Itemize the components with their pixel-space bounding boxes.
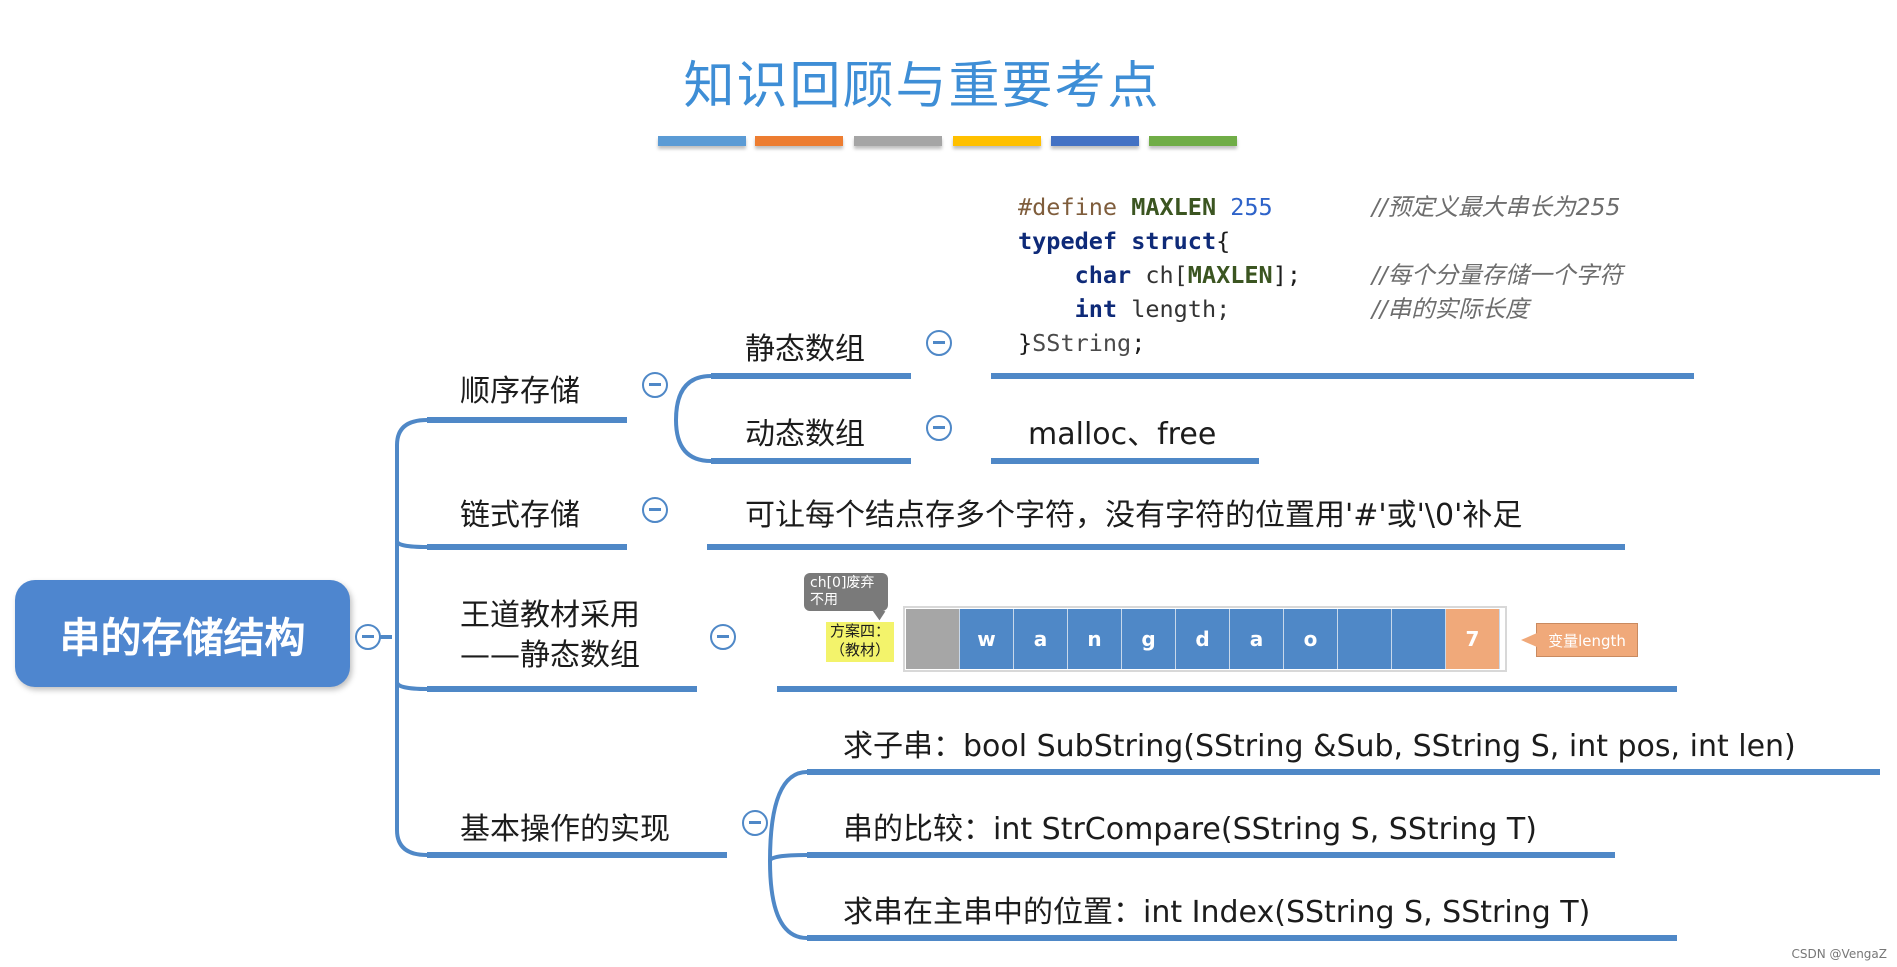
- array-cell: g: [1122, 609, 1176, 669]
- dynamic-array-detail[interactable]: malloc、free: [1028, 417, 1217, 452]
- root-collapse-toggle[interactable]: [355, 624, 381, 650]
- scheme-label: 方案四： （教材）: [826, 622, 894, 662]
- code-define-directive: #define: [1018, 193, 1118, 221]
- wangdao-label-line1: 王道教材采用: [460, 598, 640, 633]
- code-comment-3: //串的实际长度: [1371, 295, 1529, 323]
- code-comment-1: //预定义最大串长为255: [1371, 193, 1621, 221]
- code-open-brace: {: [1216, 227, 1231, 255]
- node-sequential-storage[interactable]: 顺序存储: [460, 374, 580, 409]
- code-line-1: #define MAXLEN 255 //预定义最大串长为255: [1018, 193, 1620, 221]
- dynamic-array-collapse-toggle[interactable]: [926, 415, 952, 441]
- scheme-label-line1: 方案四：: [829, 622, 890, 640]
- wangdao-label-line2: ——静态数组: [460, 638, 640, 673]
- linked-storage-collapse-toggle[interactable]: [642, 497, 668, 523]
- array-cell: [1338, 609, 1392, 669]
- linked-storage-detail[interactable]: 可让每个结点存多个字符，没有字符的位置用'#'或'\0'补足: [745, 498, 1523, 533]
- array-cell: o: [1284, 609, 1338, 669]
- node-static-array[interactable]: 静态数组: [745, 332, 865, 367]
- operation-strcompare[interactable]: 串的比较：int StrCompare(SString S, SString T…: [843, 812, 1537, 847]
- root-node[interactable]: 串的存储结构: [15, 580, 350, 687]
- watermark: CSDN @VengaZ: [1791, 947, 1887, 961]
- page-title: 知识回顾与重要考点: [683, 57, 1161, 116]
- stripe-2: [755, 136, 843, 146]
- code-line-5: }SString;: [1018, 329, 1145, 357]
- code-typedef-keyword: typedef: [1018, 227, 1118, 255]
- node-dynamic-array[interactable]: 动态数组: [745, 417, 865, 452]
- operation-substring[interactable]: 求子串：bool SubString(SString &Sub, SString…: [843, 729, 1796, 764]
- stripe-6: [1149, 136, 1237, 146]
- array-cell: d: [1176, 609, 1230, 669]
- root-node-label: 串的存储结构: [59, 613, 306, 662]
- sstring-code-block: #define MAXLEN 255 //预定义最大串长为255 typedef…: [1018, 190, 1623, 360]
- node-wangdao-textbook[interactable]: 王道教材采用 ——静态数组: [460, 596, 640, 676]
- code-array-decl-end: ];: [1272, 261, 1301, 289]
- unused-slot-callout: ch[0]废弃不用: [804, 573, 888, 611]
- code-array-decl: ch[: [1145, 261, 1188, 289]
- sequential-storage-collapse-toggle[interactable]: [642, 372, 668, 398]
- code-line-4: int length; //串的实际长度: [1018, 295, 1529, 323]
- array-cell: [1392, 609, 1446, 669]
- code-struct-keyword: struct: [1131, 227, 1217, 255]
- code-type-name: SString: [1032, 329, 1132, 357]
- array-cell: a: [1230, 609, 1284, 669]
- scheme-label-line2: （教材）: [829, 641, 890, 659]
- code-line-3: char ch[MAXLEN]; //每个分量存储一个字符: [1018, 261, 1623, 289]
- code-array-size-macro: MAXLEN: [1187, 261, 1273, 289]
- code-macro-name: MAXLEN: [1131, 193, 1217, 221]
- stripe-5: [1051, 136, 1139, 146]
- array-cell-length: 7: [1446, 609, 1500, 669]
- code-macro-value: 255: [1230, 193, 1273, 221]
- code-close-brace: }: [1018, 329, 1033, 357]
- node-basic-operations[interactable]: 基本操作的实现: [460, 812, 670, 847]
- basic-operations-collapse-toggle[interactable]: [742, 810, 768, 836]
- code-length-decl: length;: [1131, 295, 1231, 323]
- array-cell: a: [1014, 609, 1068, 669]
- code-semicolon: ;: [1131, 329, 1146, 357]
- operation-index[interactable]: 求串在主串中的位置：int Index(SString S, SString T…: [843, 895, 1591, 930]
- array-cell: n: [1068, 609, 1122, 669]
- stripe-4: [953, 136, 1041, 146]
- wangdao-collapse-toggle[interactable]: [710, 624, 736, 650]
- stripe-1: [658, 136, 746, 146]
- code-line-2: typedef struct{: [1018, 227, 1230, 255]
- length-variable-callout: 变量length: [1521, 623, 1638, 657]
- array-cell-unused: [906, 609, 960, 669]
- code-char-type: char: [1074, 261, 1132, 289]
- code-comment-2: //每个分量存储一个字符: [1371, 261, 1623, 289]
- array-cell: w: [960, 609, 1014, 669]
- node-linked-storage[interactable]: 链式存储: [460, 498, 580, 533]
- static-array-collapse-toggle[interactable]: [926, 330, 952, 356]
- code-int-type: int: [1074, 295, 1118, 323]
- stripe-3: [854, 136, 942, 146]
